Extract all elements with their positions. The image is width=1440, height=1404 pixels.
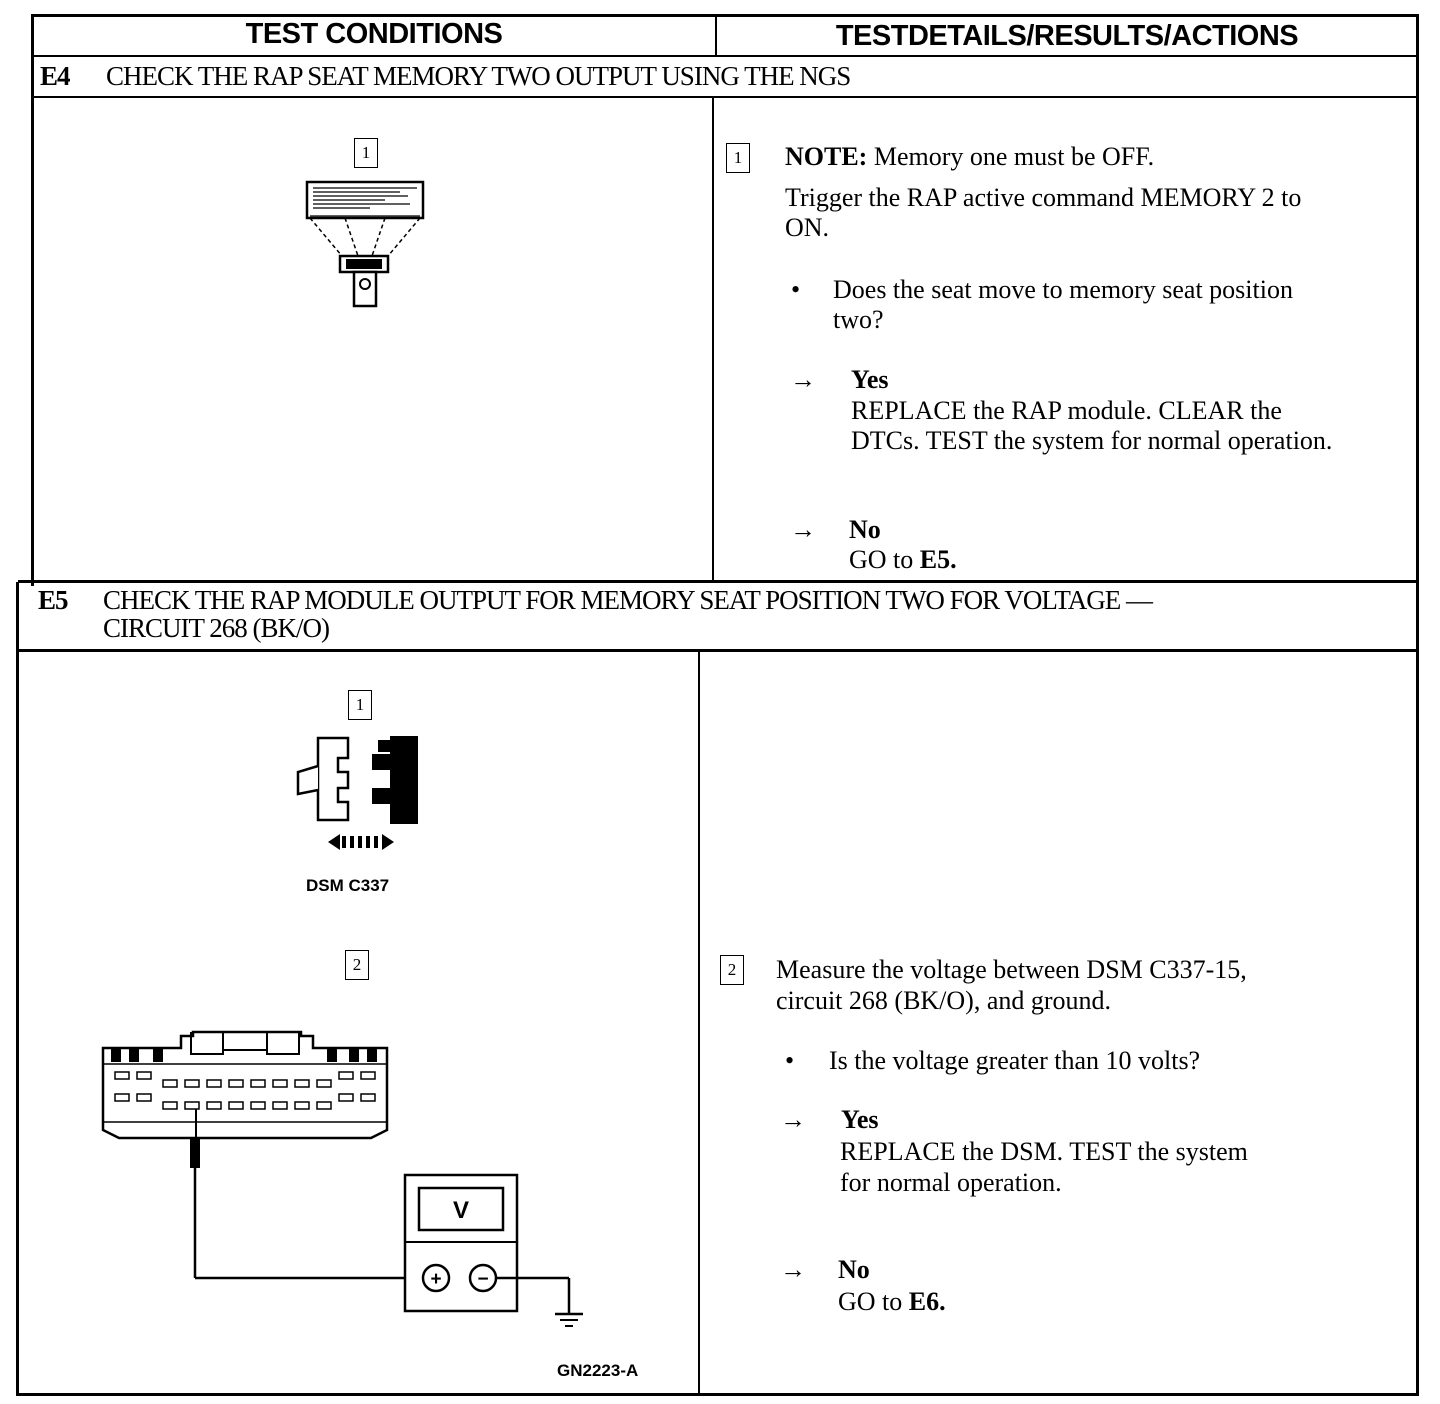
table-border-right — [1416, 14, 1419, 1396]
e5-no-label: No — [838, 1255, 870, 1284]
e5-detail-step-number: 2 — [720, 955, 744, 985]
e5-no-text: GO to — [838, 1287, 903, 1316]
table-border-left-lower — [16, 582, 19, 1394]
column-divider-e5 — [698, 649, 700, 1395]
e4-note: NOTE: Memory one must be OFF. — [785, 142, 1154, 172]
e4-instruction-line2: ON. — [785, 213, 830, 242]
e4-detail-step-number: 1 — [726, 143, 750, 173]
e5-no-arrow: → — [780, 1255, 806, 1284]
e5-question: Is the voltage greater than 10 volts? — [829, 1046, 1201, 1075]
table-border-top — [33, 14, 1419, 17]
ngs-scan-tool-illustration — [305, 180, 425, 308]
e4-no-text: GO to — [849, 545, 914, 574]
table-border-left-upper — [31, 14, 34, 586]
e4-no-arrow: → — [790, 515, 816, 544]
e5-yes-arrow: → — [780, 1105, 806, 1134]
e4-question-line2: two? — [833, 305, 884, 334]
meter-plus-terminal: + — [430, 1269, 441, 1290]
e4-no-target-link[interactable]: E5. — [919, 545, 957, 574]
header-test-details: TESTDETAILS/RESULTS/ACTIONS — [835, 20, 1299, 52]
e5-step-id: E5 — [38, 585, 68, 615]
e5-no-action: GO to E6. — [838, 1287, 946, 1317]
e4-title: CHECK THE RAP SEAT MEMORY TWO OUTPUT USI… — [106, 61, 851, 91]
e4-yes-arrow: → — [790, 365, 816, 394]
e5-yes-line2: for normal operation. — [840, 1168, 1062, 1197]
e4-bullet: • — [791, 275, 801, 304]
e4-yes-line1: REPLACE the RAP module. CLEAR the — [851, 396, 1282, 425]
e5-figure-step1-number: 1 — [348, 690, 372, 720]
e4-figure-step-number: 1 — [354, 138, 378, 168]
e4-step-id: E4 — [40, 61, 70, 91]
e4-note-label: NOTE: — [785, 142, 868, 171]
e5-figure-step2-number: 2 — [345, 950, 369, 980]
e5-instruction-line1: Measure the voltage between DSM C337-15, — [776, 955, 1247, 984]
e4-no-action: GO to E5. — [849, 545, 957, 575]
e5-figure-code: GN2223-A — [557, 1361, 639, 1380]
e5-no-target-link[interactable]: E6. — [908, 1287, 946, 1316]
e4-question-line1: Does the seat move to memory seat positi… — [833, 275, 1293, 304]
e4-yes-line2: DTCs. TEST the system for normal operati… — [851, 426, 1333, 455]
e5-bullet: • — [785, 1046, 795, 1075]
e5-title-top-rule — [18, 580, 1418, 583]
connector-disconnect-illustration — [296, 736, 418, 850]
meter-volts-label: V — [453, 1197, 469, 1224]
e5-yes-label: Yes — [841, 1105, 879, 1134]
column-divider-header — [715, 14, 717, 57]
e5-title-line2: CIRCUIT 268 (BK/O) — [103, 613, 330, 643]
e5-title-line1: CHECK THE RAP MODULE OUTPUT FOR MEMORY S… — [103, 585, 1153, 615]
e5-connector-label: DSM C337 — [306, 876, 390, 895]
e4-instruction-line1: Trigger the RAP active command MEMORY 2 … — [785, 183, 1302, 212]
e5-instruction-line2: circuit 268 (BK/O), and ground. — [776, 986, 1112, 1015]
e4-title-rule — [33, 96, 1419, 98]
table-border-bottom — [16, 1393, 1416, 1396]
e4-yes-label: Yes — [851, 365, 889, 394]
e5-yes-line1: REPLACE the DSM. TEST the system — [840, 1137, 1248, 1166]
column-divider-e4 — [712, 96, 714, 582]
header-rule — [33, 55, 1419, 57]
e4-note-text: Memory one must be OFF. — [873, 142, 1155, 171]
meter-minus-terminal: − — [477, 1269, 488, 1290]
header-test-conditions: TEST CONDITIONS — [245, 18, 503, 50]
e4-no-label: No — [849, 515, 881, 544]
voltmeter-measurement-illustration: V + − — [101, 1030, 583, 1327]
e5-title-bottom-rule — [18, 649, 1418, 652]
